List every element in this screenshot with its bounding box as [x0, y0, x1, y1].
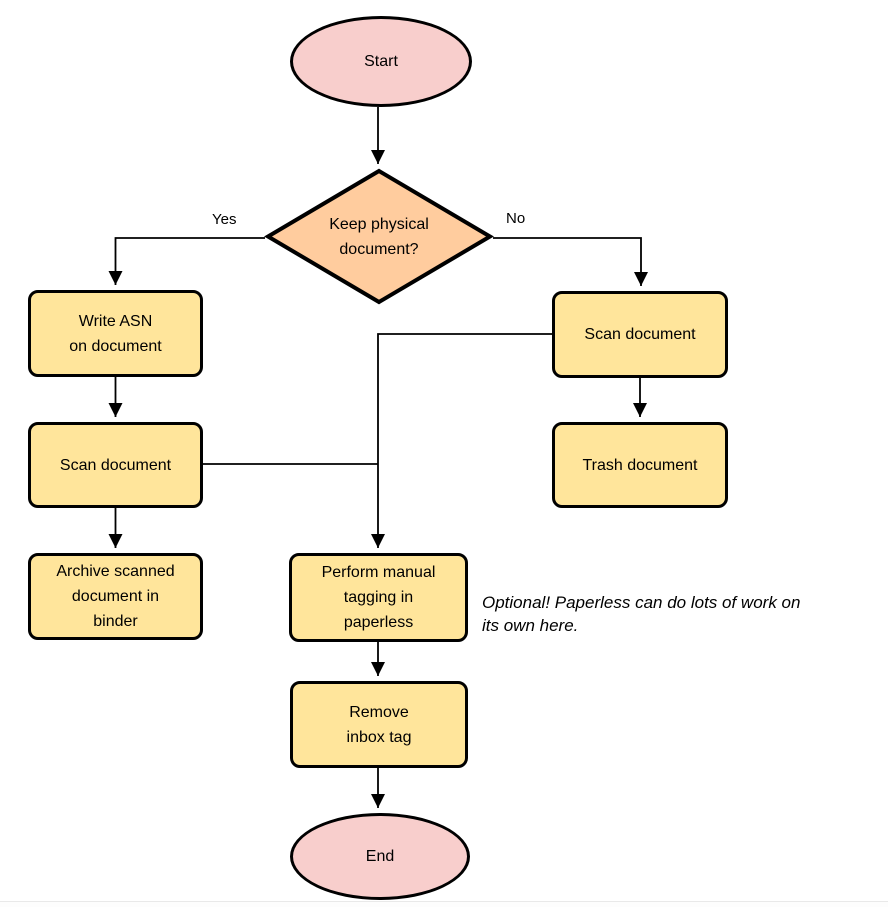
edge-decision-no-to-scan-right: [493, 237, 648, 286]
write-asn-process-node: Write ASN on document: [28, 290, 203, 377]
diamond-shape: [264, 168, 494, 305]
archive-document-process-node: Archive scanned document in binder: [28, 553, 203, 640]
start-label: Start: [364, 53, 398, 70]
bottom-divider: [0, 901, 888, 907]
no-branch-label: No: [506, 210, 526, 227]
end-terminator-node: End: [290, 813, 470, 900]
optional-note: Optional! Paperless can do lots of work …: [482, 593, 801, 635]
end-label: End: [365, 848, 395, 865]
yes-branch-label: Yes: [212, 211, 237, 228]
edge-decision-yes-to-write-asn: [108, 237, 265, 285]
scan-document-right-process-node: Scan document: [552, 291, 728, 378]
start-terminator-node: Start: [290, 16, 472, 107]
manual-tagging-process-node: Perform manual tagging in paperless: [289, 553, 468, 642]
decision-node: Keep physical document?: [264, 168, 494, 305]
edge-scan-right-to-tagging: [371, 333, 552, 548]
scan-document-left-process-node: Scan document: [28, 422, 203, 508]
trash-document-process-node: Trash document: [552, 422, 728, 508]
remove-inbox-tag-process-node: Remove inbox tag: [290, 681, 468, 768]
decision-label: Keep physical document?: [329, 215, 429, 258]
